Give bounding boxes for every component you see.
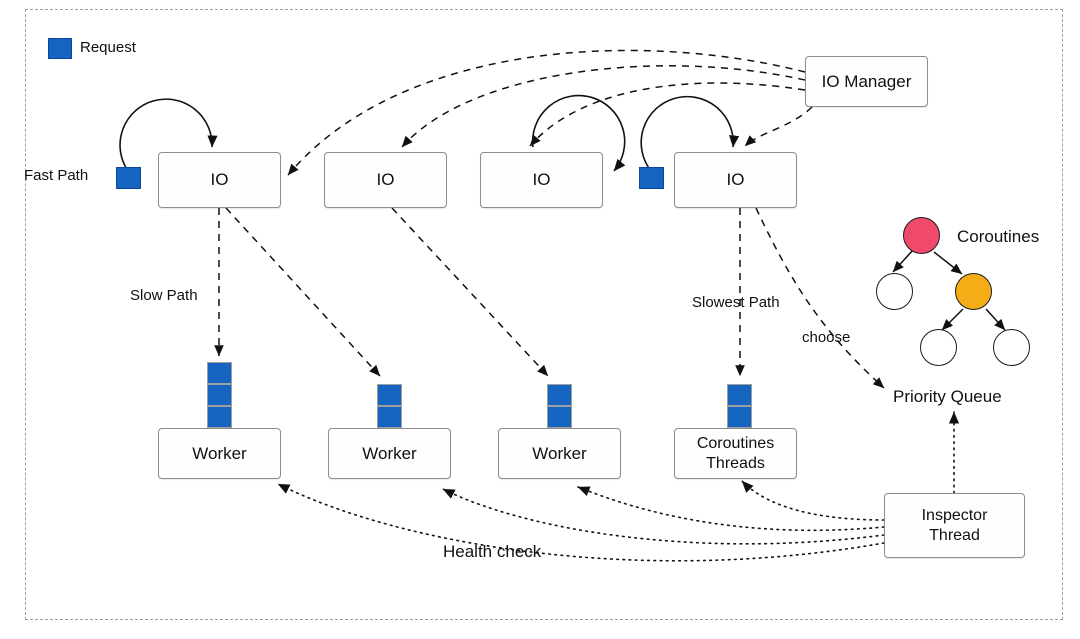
label-health-check: Health check — [443, 542, 542, 561]
label-coroutines: Coroutines — [957, 227, 1040, 246]
label-choose: choose — [802, 329, 851, 346]
request-block — [207, 384, 232, 406]
request-block — [207, 362, 232, 384]
request-swatch — [48, 38, 72, 59]
request-stack-worker-3 — [547, 384, 572, 428]
label-slowest-path: Slowest Path — [692, 294, 780, 311]
request-square-io-1 — [116, 167, 141, 189]
node-worker-1[interactable]: Worker — [158, 428, 281, 479]
request-block — [547, 406, 572, 428]
request-block — [547, 384, 572, 406]
request-block — [727, 406, 752, 428]
node-coroutines-threads-line1: Coroutines — [696, 434, 775, 452]
coroutine-node-right-left — [920, 329, 957, 366]
diagram-outer-frame — [25, 9, 1063, 620]
node-inspector-thread[interactable]: Inspector Thread — [884, 493, 1025, 558]
label-slow-path: Slow Path — [130, 287, 198, 304]
coroutine-node-left — [876, 273, 913, 310]
node-io-manager[interactable]: IO Manager — [805, 56, 928, 107]
request-block — [727, 384, 752, 406]
request-block — [377, 384, 402, 406]
request-block — [377, 406, 402, 428]
request-stack-coroutines-threads — [727, 384, 752, 428]
coroutine-node-root — [903, 217, 940, 254]
request-square-io-4 — [639, 167, 664, 189]
request-stack-worker-2 — [377, 384, 402, 428]
node-io-4[interactable]: IO — [674, 152, 797, 208]
node-inspector-thread-line1: Inspector — [921, 506, 988, 524]
node-io-3[interactable]: IO — [480, 152, 603, 208]
node-io-1[interactable]: IO — [158, 152, 281, 208]
label-priority-queue: Priority Queue — [893, 387, 1002, 406]
node-coroutines-threads-line2: Threads — [706, 454, 765, 472]
coroutine-node-right-right — [993, 329, 1030, 366]
node-coroutines-threads[interactable]: Coroutines Threads — [674, 428, 797, 479]
label-fast-path: Fast Path — [24, 167, 89, 184]
node-worker-2[interactable]: Worker — [328, 428, 451, 479]
node-worker-3[interactable]: Worker — [498, 428, 621, 479]
coroutine-node-right — [955, 273, 992, 310]
request-stack-worker-1 — [207, 362, 232, 428]
legend-label-request: Request — [80, 39, 136, 56]
request-block — [207, 406, 232, 428]
node-io-2[interactable]: IO — [324, 152, 447, 208]
node-inspector-thread-line2: Thread — [929, 526, 980, 544]
